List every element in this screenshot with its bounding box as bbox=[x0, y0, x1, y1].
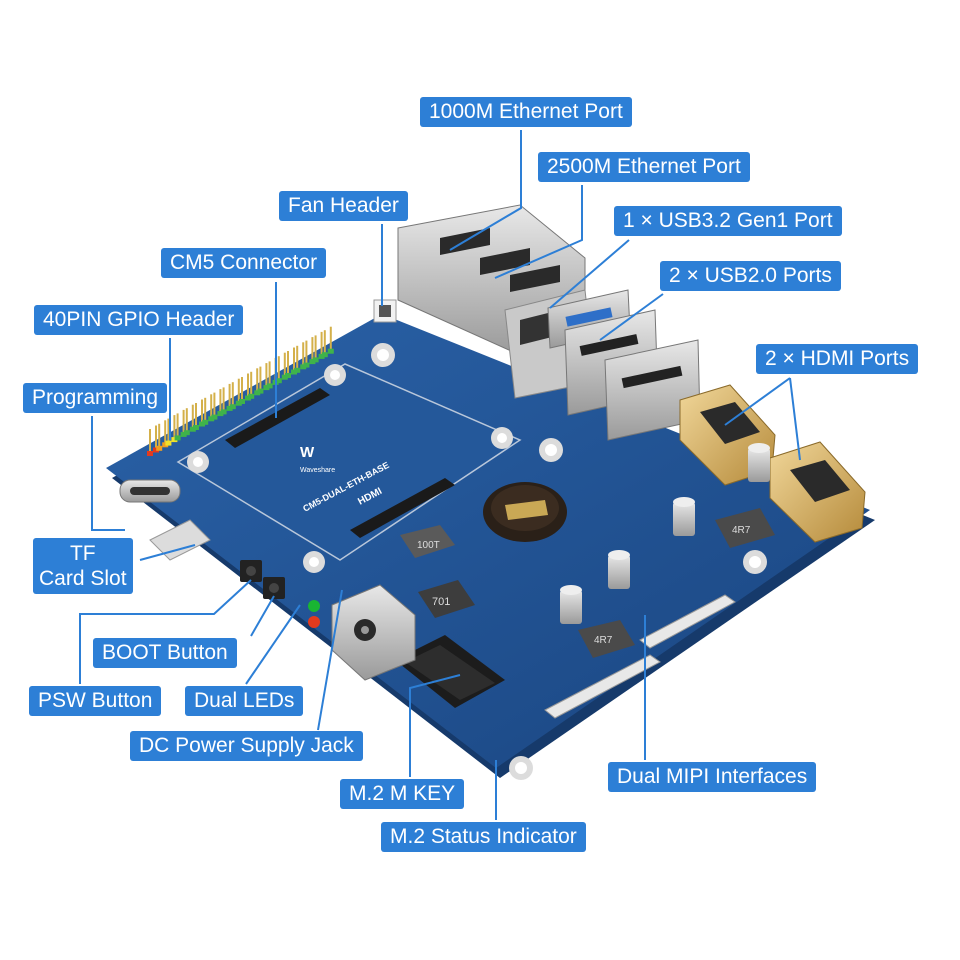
capacitor-2 bbox=[608, 550, 630, 589]
callout-dual-mipi: Dual MIPI Interfaces bbox=[608, 762, 817, 792]
gpio-pin-base bbox=[226, 405, 233, 411]
hdmi-port-2 bbox=[769, 441, 866, 543]
gpio-pin-base bbox=[281, 374, 288, 380]
svg-text:701: 701 bbox=[432, 596, 450, 608]
gpio-pin-base bbox=[147, 451, 153, 456]
gpio-pin-base bbox=[312, 357, 319, 363]
gpio-pin-base bbox=[321, 352, 328, 358]
gpio-pin-base bbox=[291, 369, 297, 375]
mipi-connector-1 bbox=[544, 654, 661, 719]
svg-text:4R7: 4R7 bbox=[732, 525, 751, 536]
fan-header bbox=[373, 299, 397, 323]
gpio-pin-base bbox=[208, 416, 215, 422]
callout-hdmi-ports: 2 × HDMI Ports bbox=[756, 344, 919, 374]
gpio-pin-base bbox=[202, 419, 209, 425]
gpio-pin-base bbox=[248, 393, 255, 399]
gpio-pin-base bbox=[235, 400, 242, 406]
m2-slot bbox=[395, 635, 505, 708]
gpio-pin-base bbox=[257, 388, 264, 394]
callout-ethernet-2500m: 2500M Ethernet Port bbox=[538, 152, 750, 182]
gpio-pin-base bbox=[285, 373, 291, 378]
cm5-connector bbox=[225, 388, 330, 448]
gpio-pin-base bbox=[275, 378, 282, 384]
gpio-pin-base bbox=[165, 440, 172, 446]
gpio-pin-base bbox=[193, 425, 199, 430]
usb-c-programming-port bbox=[119, 479, 181, 503]
callout-usb32-port: 1 × USB3.2 Gen1 Port bbox=[614, 206, 842, 236]
callout-ethernet-1000m: 1000M Ethernet Port bbox=[420, 97, 632, 127]
gpio-pin-base bbox=[303, 362, 310, 368]
gpio-pin-base bbox=[199, 421, 205, 427]
svg-text:4R7: 4R7 bbox=[594, 635, 613, 646]
callout-gpio-header: 40PIN GPIO Header bbox=[34, 305, 244, 335]
gpio-pin-base bbox=[229, 404, 236, 410]
gpio-pin-base bbox=[171, 437, 178, 443]
gpio-pin-base bbox=[300, 364, 307, 370]
inductor-3: 4R7 bbox=[715, 508, 775, 548]
callout-psw-button: PSW Button bbox=[29, 686, 162, 716]
callout-dc-power-jack: DC Power Supply Jack bbox=[130, 731, 363, 761]
gpio-pin-base bbox=[162, 442, 169, 448]
capacitor-4 bbox=[748, 443, 770, 482]
callout-cm5-connector: CM5 Connector bbox=[161, 248, 327, 278]
capacitor-1 bbox=[673, 497, 695, 536]
gpio-pin-base bbox=[153, 447, 159, 453]
callout-programming: Programming bbox=[23, 383, 168, 413]
callout-boot-button: BOOT Button bbox=[93, 638, 237, 668]
gpio-pin-base bbox=[189, 426, 196, 432]
gpio-pin-base bbox=[220, 409, 227, 415]
gpio-pin-base bbox=[174, 435, 181, 441]
mipi-connector-2 bbox=[639, 594, 736, 649]
leader-lines bbox=[79, 130, 801, 820]
cm5-module-area: W Waveshare CM5-DUAL-ETH-BASE HDMI bbox=[176, 363, 522, 573]
gpio-pin-base bbox=[294, 367, 301, 373]
gpio-pin-base bbox=[245, 395, 251, 401]
brand-name: Waveshare bbox=[300, 467, 335, 474]
gpio-pin-base bbox=[156, 445, 163, 451]
gpio-pin-base bbox=[180, 431, 187, 437]
gpio-pin-base bbox=[318, 353, 325, 359]
gpio-pin-base bbox=[217, 411, 224, 417]
callout-m2-status-indicator: M.2 Status Indicator bbox=[381, 822, 586, 852]
gpio-pin-base bbox=[211, 414, 218, 420]
gpio-pin-base bbox=[183, 430, 190, 436]
gpio-pin-base bbox=[254, 390, 261, 396]
callout-dual-leds: Dual LEDs bbox=[185, 686, 304, 716]
gpio-pin-base bbox=[239, 399, 245, 404]
tf-label-line1: TF bbox=[69, 542, 96, 565]
usb20-port-2 bbox=[604, 339, 701, 441]
dc-jack bbox=[331, 584, 416, 681]
capacitor-3 bbox=[560, 585, 582, 624]
cm5-connector bbox=[350, 478, 455, 538]
gpio-pin-base bbox=[266, 383, 273, 389]
callout-usb20-ports: 2 × USB2.0 Ports bbox=[660, 261, 841, 291]
gpio-pin-base bbox=[327, 348, 334, 354]
gpio-pin-base bbox=[263, 385, 270, 391]
inductor-4: 4R7 bbox=[578, 620, 635, 658]
callout-m2-m-key: M.2 M KEY bbox=[340, 779, 465, 809]
gpio-pin-base bbox=[309, 359, 316, 365]
inductor-2: 701 bbox=[418, 580, 475, 618]
callout-fan-header: Fan Header bbox=[279, 191, 408, 221]
svg-text:100T: 100T bbox=[417, 540, 440, 551]
callout-tf-card-slot: TF Card Slot bbox=[33, 538, 133, 594]
tf-label-line2: Card Slot bbox=[39, 567, 127, 590]
brand-logo: W bbox=[300, 444, 315, 461]
dual-leds bbox=[308, 600, 320, 628]
rtc-battery-holder bbox=[483, 482, 567, 542]
psw-button-part bbox=[240, 560, 262, 582]
gpio-header bbox=[147, 326, 334, 456]
inductor-1: 100T bbox=[400, 525, 455, 558]
boot-button-part bbox=[263, 577, 285, 599]
